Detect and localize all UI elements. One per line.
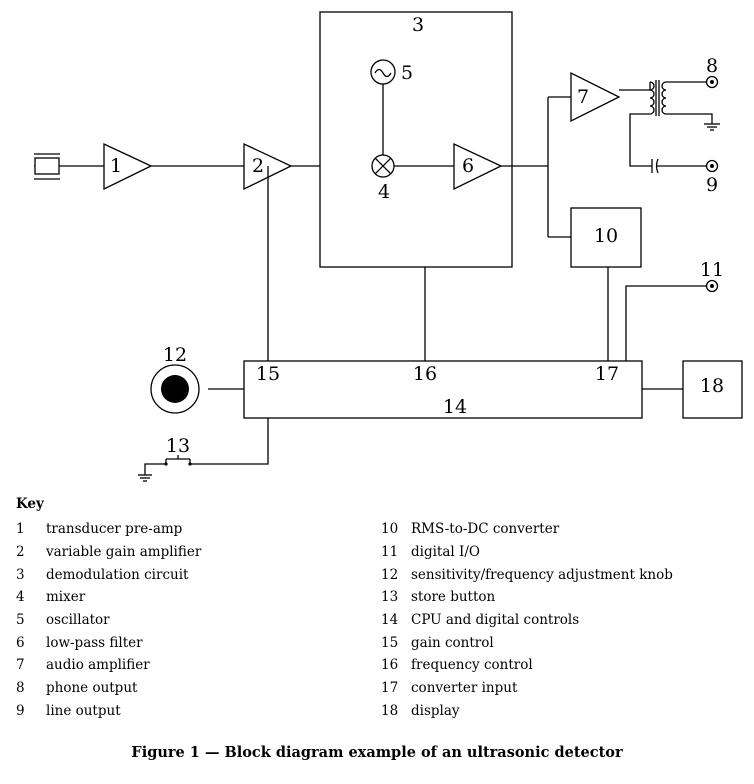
pre-amp-triangle — [103, 142, 153, 191]
cpu-box — [243, 360, 643, 419]
label-11: 11 — [700, 259, 724, 281]
label-7: 7 — [577, 86, 589, 108]
rms-to-dc-box — [570, 207, 642, 268]
transducer-symbol — [34, 153, 104, 180]
label-15: 15 — [256, 363, 280, 385]
capacitor-symbol — [629, 121, 706, 174]
label-2: 2 — [252, 155, 264, 177]
label-18: 18 — [700, 375, 724, 397]
label-14: 14 — [443, 396, 467, 418]
label-6: 6 — [462, 155, 474, 177]
transformer-symbol — [619, 80, 720, 131]
label-4: 4 — [378, 181, 390, 203]
label-5: 5 — [401, 62, 413, 84]
key-title: Key — [16, 496, 44, 512]
label-3: 3 — [412, 14, 424, 36]
display-box — [682, 360, 743, 419]
label-10: 10 — [594, 225, 618, 247]
store-button-symbol — [138, 418, 269, 482]
label-17: 17 — [595, 363, 619, 385]
knob-symbol — [150, 364, 200, 414]
demodulation-box — [319, 11, 513, 268]
oscillator-symbol — [370, 59, 396, 155]
label-8: 8 — [706, 55, 718, 77]
label-1: 1 — [110, 155, 122, 177]
figure-caption: Figure 1 — Block diagram example of an u… — [131, 744, 623, 761]
line-output-jack — [705, 159, 719, 173]
audio-amp-triangle — [570, 71, 621, 123]
phone-output-jack — [705, 75, 719, 89]
digital-io-jack — [705, 279, 719, 293]
block-diagram: 1 2 3 4 5 6 7 8 9 10 11 12 13 14 15 16 1… — [34, 11, 743, 482]
label-9: 9 — [706, 174, 718, 196]
mixer-symbol — [371, 154, 395, 178]
label-12: 12 — [163, 344, 187, 366]
label-13: 13 — [166, 435, 190, 457]
low-pass-filter-triangle — [453, 142, 503, 191]
label-16: 16 — [413, 363, 437, 385]
